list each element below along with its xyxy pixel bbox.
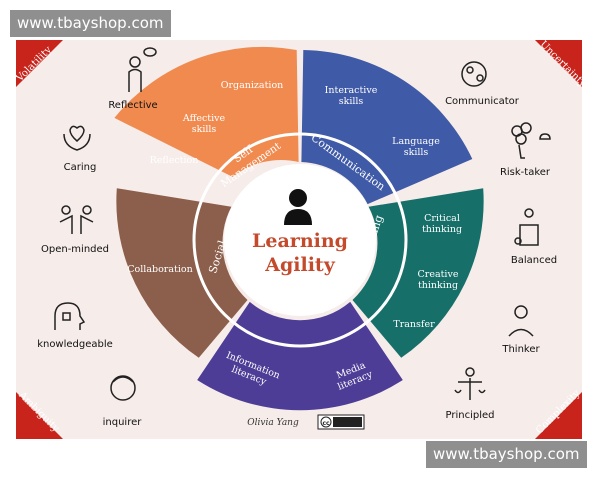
label-collaboration: Collaboration — [127, 264, 192, 275]
license-text: cc — [322, 420, 330, 427]
profile-inquirer: inquirer — [103, 417, 143, 428]
segment-thinking — [352, 188, 484, 358]
label-interactive-1: Interactive — [325, 85, 378, 96]
label-creative-2: thinking — [418, 280, 458, 291]
balloons-icon — [511, 122, 551, 159]
profile-balanced: Balanced — [511, 255, 557, 266]
author-signature: Olivia Yang — [247, 418, 299, 428]
label-creative-1: Creative — [418, 269, 459, 280]
corner-bottom-left — [16, 392, 63, 439]
segment-communication — [301, 50, 473, 205]
label-organization: Organization — [221, 80, 284, 91]
watermark-top: www.tbayshop.com — [10, 10, 171, 37]
knowledge-head-icon — [54, 302, 86, 330]
profile-open-minded: Open-minded — [41, 244, 109, 255]
profile-caring: Caring — [64, 162, 97, 173]
profile-thinker: Thinker — [501, 344, 540, 355]
profile-communicator: Communicator — [445, 96, 520, 107]
label-critical-2: thinking — [422, 224, 462, 235]
label-critical-1: Critical — [424, 213, 460, 224]
label-affective-2: skills — [192, 124, 217, 135]
caring-hands-icon — [63, 125, 91, 151]
creative-commons-badge: cc — [317, 414, 365, 430]
center-title-line2: Agility — [264, 254, 335, 276]
thinker-icon — [508, 305, 534, 337]
label-language-1: Language — [392, 136, 440, 147]
corner-top-left — [16, 40, 63, 87]
inquirer-face-icon — [110, 375, 136, 401]
profile-reflective: Reflective — [108, 100, 157, 111]
label-transfer: Transfer — [393, 319, 435, 330]
scales-person-icon — [454, 367, 486, 400]
thinking-person-icon — [128, 47, 157, 92]
corner-bottom-right — [535, 392, 582, 439]
segment-social — [116, 188, 248, 358]
label-reflection: Reflection — [150, 155, 199, 166]
inner-ring — [192, 132, 408, 348]
balance-icon — [514, 208, 539, 246]
label-interactive-2: skills — [339, 96, 364, 107]
label-language-2: skills — [404, 147, 429, 158]
profile-principled: Principled — [446, 410, 495, 421]
profile-knowledgeable: knowledgeable — [37, 339, 113, 350]
center-title-line1: Learning — [252, 230, 348, 252]
center-disc — [224, 164, 376, 316]
segment-research — [197, 301, 403, 411]
open-arms-icon — [59, 205, 94, 234]
communicator-icon — [461, 61, 487, 87]
inner-label-research: Research — [272, 303, 324, 316]
person-icon — [284, 189, 312, 225]
label-affective-1: Affective — [182, 113, 226, 124]
profile-risk-taker: Risk-taker — [500, 167, 551, 178]
corner-top-right — [535, 40, 582, 87]
watermark-bottom: www.tbayshop.com — [426, 441, 587, 468]
